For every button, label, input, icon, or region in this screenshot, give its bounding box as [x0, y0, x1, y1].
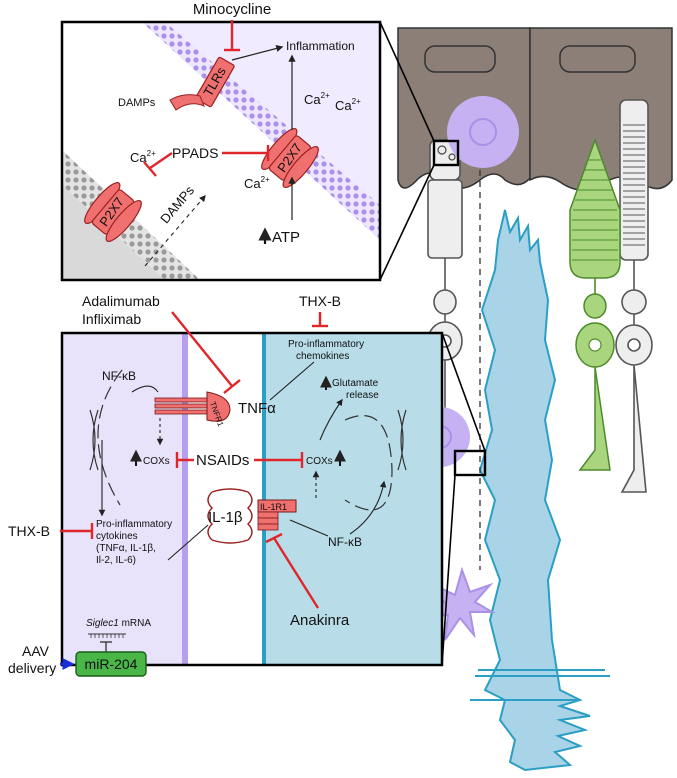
- drug-thxb-top: THX-B: [299, 293, 341, 309]
- nucleus-right: [344, 409, 407, 511]
- label-cytokines-4: Il-2, IL-6): [96, 555, 136, 566]
- label-atp: ATP: [272, 229, 300, 246]
- label-siglec1-mrna: Siglec1 mRNA: [86, 618, 151, 629]
- label-glutamate-2: release: [346, 390, 379, 401]
- drug-adalimumab: Adalimumab: [82, 293, 160, 309]
- muller-glia-cell: [478, 209, 591, 772]
- label-coxs-left: COXs: [143, 456, 170, 467]
- label-cytokines-3: (TNFα, IL-1β,: [96, 543, 156, 554]
- retina-illustration: [379, 21, 673, 772]
- svg-text:Ca2+: Ca2+: [130, 149, 156, 165]
- nucleus-left: [89, 369, 123, 506]
- label-chemokines-1: Pro-inflammatory: [288, 339, 364, 350]
- svg-text:Ca2+: Ca2+: [335, 97, 361, 113]
- label-il1r1: IL-1R1: [260, 502, 287, 512]
- panel-p2x7-tlr: TLRs P2X7 P2X7 Minocycline Inflammation …: [60, 1, 382, 282]
- label-tnfa: TNFα: [238, 400, 276, 417]
- drug-ppads: PPADS: [172, 145, 218, 161]
- drug-minocycline: Minocycline: [193, 1, 271, 18]
- label-aav: AAV: [22, 643, 50, 659]
- label-il1b: IL-1β: [208, 509, 243, 526]
- drug-thxb-left: THX-B: [8, 523, 50, 539]
- label-nfkb-left: NF-κB: [102, 369, 136, 383]
- label-cytokines-1: Pro-inflammatory: [96, 519, 172, 530]
- label-mir204: miR-204: [85, 656, 138, 672]
- label-coxs-right: COXs: [306, 456, 333, 467]
- label-nfkb-right: NF-κB: [328, 535, 362, 549]
- label-damps-left: DAMPs: [118, 97, 156, 109]
- drug-anakinra: Anakinra: [290, 612, 350, 629]
- label-inflammation: Inflammation: [286, 39, 355, 53]
- callout-box-bottom: [453, 449, 487, 477]
- tnfr1-receptor: TNFR1: [154, 391, 231, 428]
- drug-nsaids: NSAIDs: [196, 452, 249, 469]
- label-cytokines-2: cytokines: [96, 531, 138, 542]
- svg-text:Ca2+: Ca2+: [244, 175, 270, 191]
- il1b-ligand: [207, 488, 253, 544]
- il1r1-receptor: IL-1R1: [257, 499, 297, 531]
- svg-text:Ca2+: Ca2+: [304, 91, 330, 107]
- p2x7-receptor-left: [84, 181, 142, 243]
- callout-box-top: [432, 139, 460, 167]
- cone-photoreceptor-green: [569, 137, 621, 471]
- drug-infliximab: Infliximab: [82, 311, 141, 327]
- label-delivery: delivery: [8, 660, 56, 676]
- label-chemokines-2: chemokines: [296, 351, 349, 362]
- rod-photoreceptor-left: [427, 139, 463, 420]
- panel-cytokine-signaling: NF-κB TNFR1 TNFα Adalimumab Infliximab T…: [8, 293, 444, 677]
- label-glutamate-1: Glutamate: [332, 378, 379, 389]
- mir204-box: [75, 651, 147, 677]
- calcium-labels: Ca2+ Ca2+ Ca2+ Ca2+: [130, 91, 361, 191]
- rod-photoreceptor-right: [615, 99, 653, 493]
